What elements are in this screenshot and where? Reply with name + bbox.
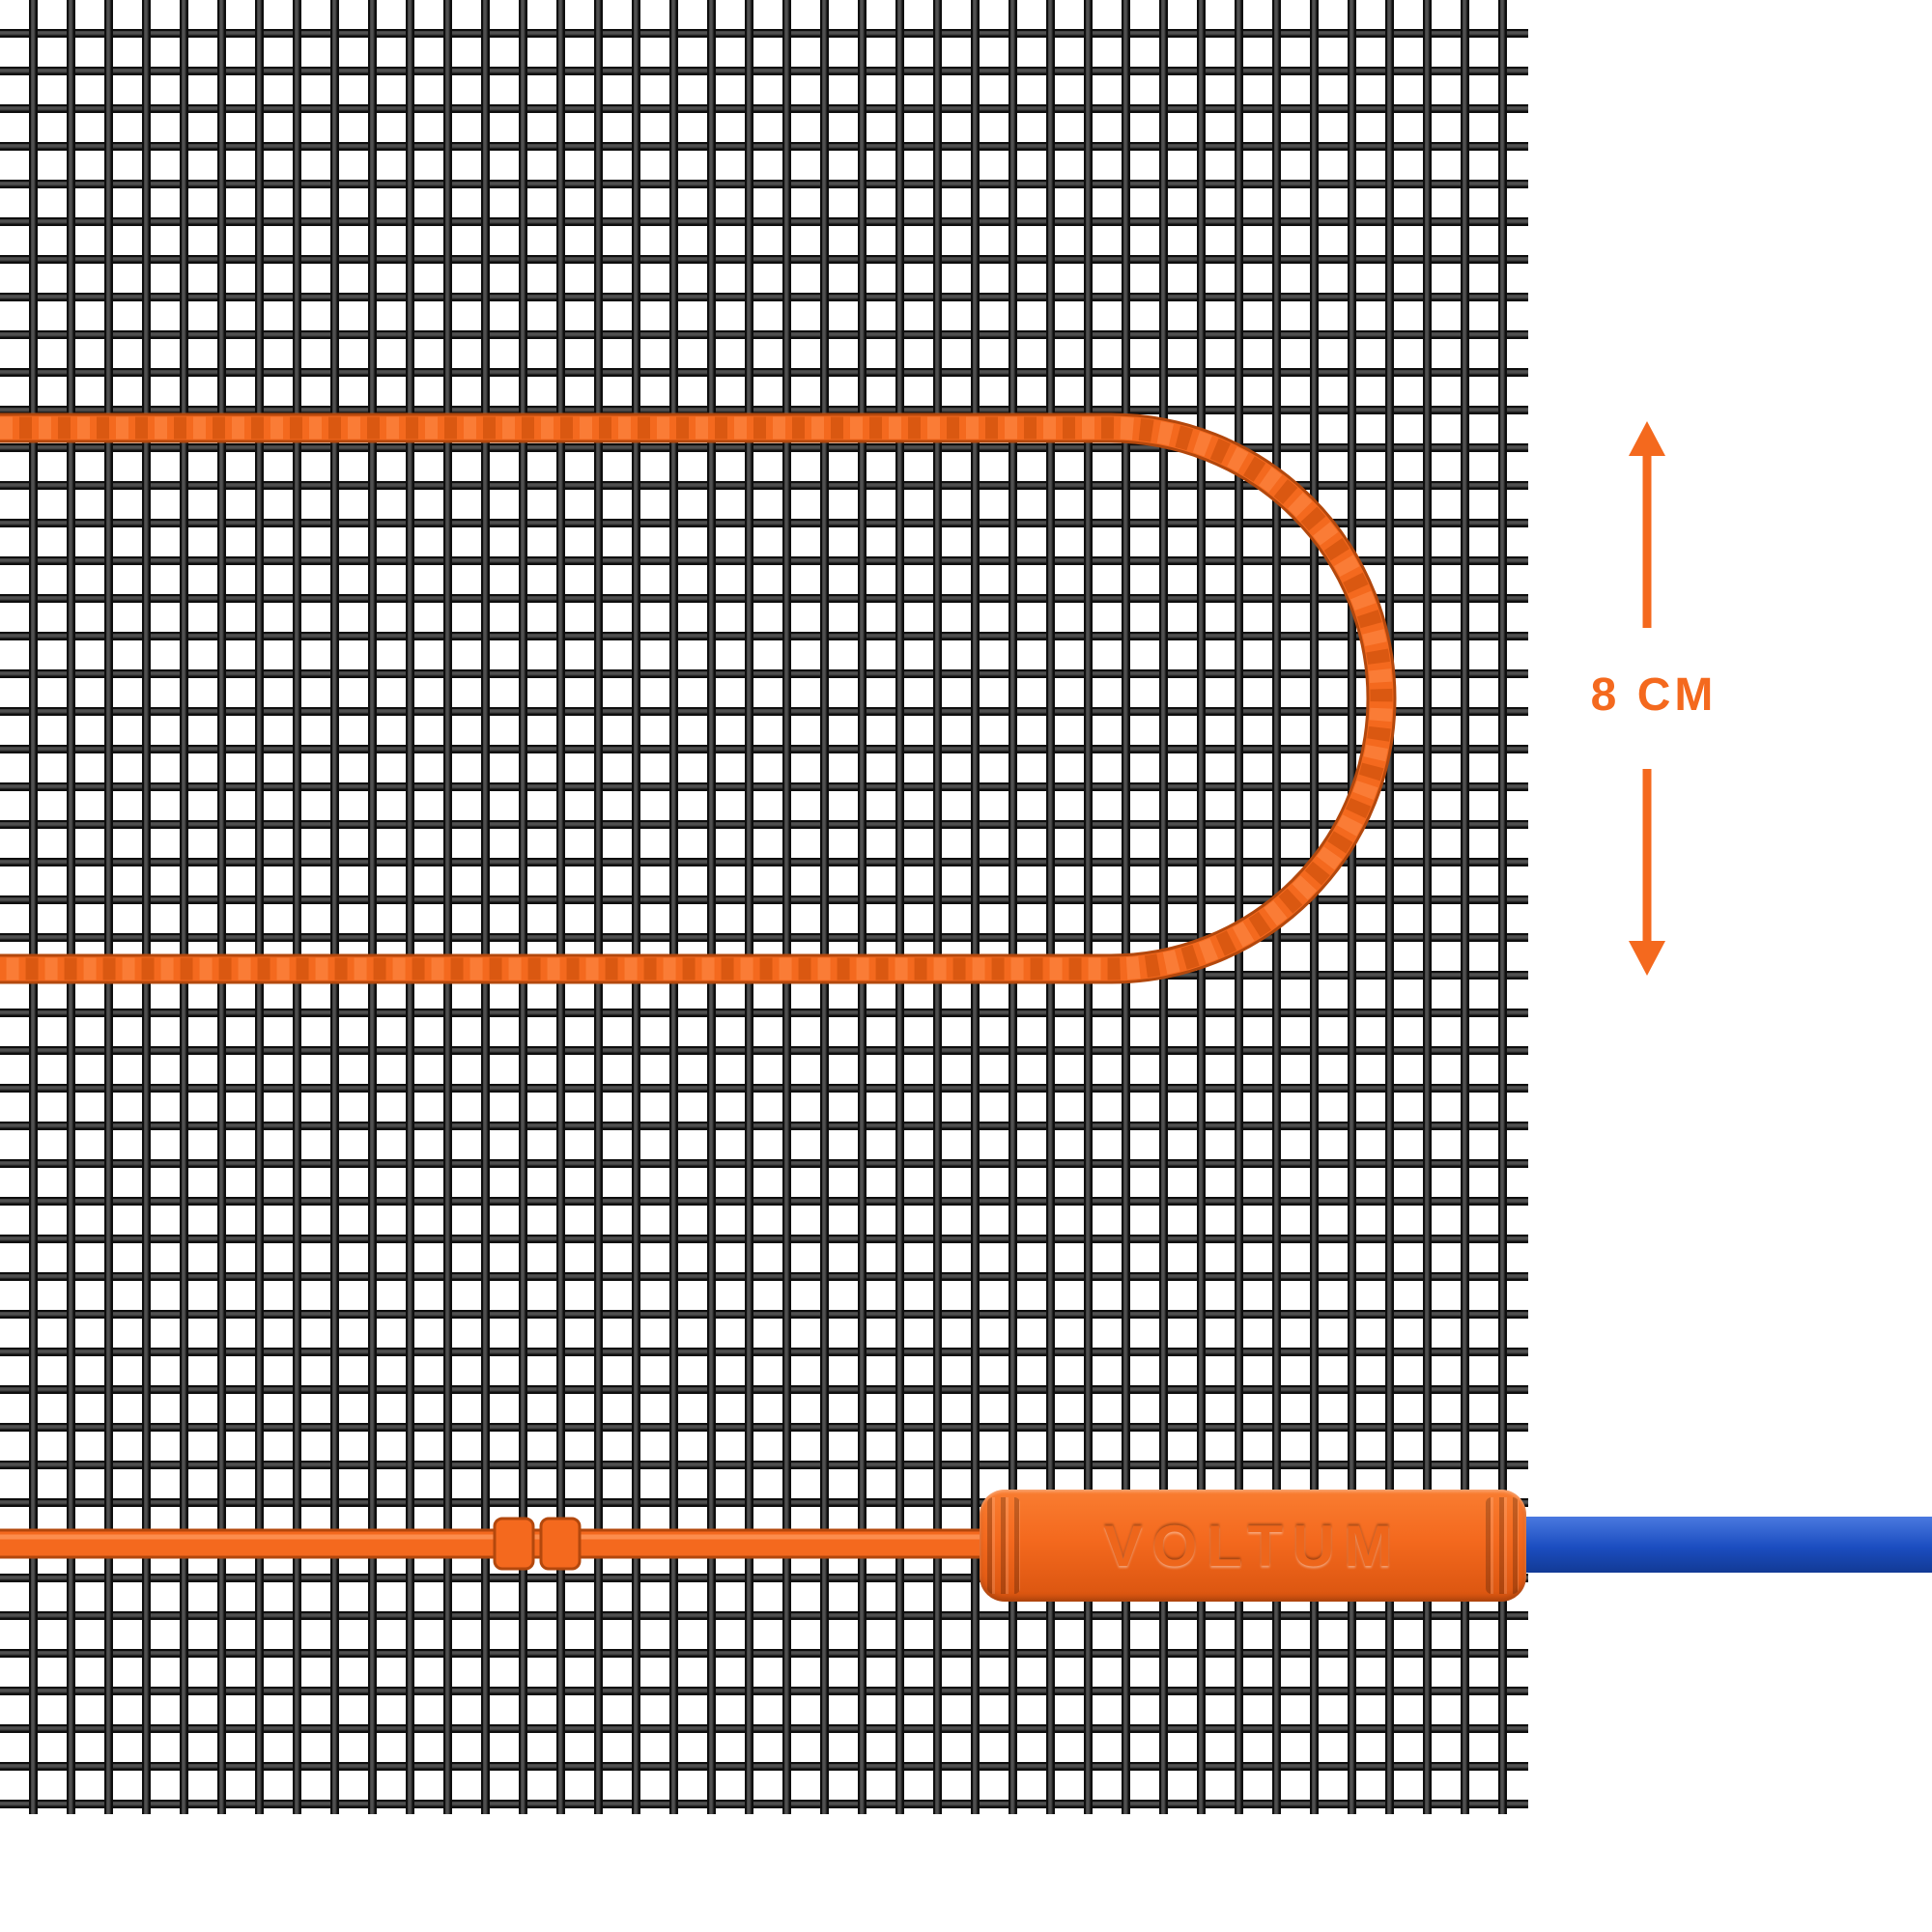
dimension-label: 8 CM	[1590, 669, 1718, 721]
brand-label: VOLTUM	[1103, 1513, 1403, 1578]
arrow-up-icon	[1629, 421, 1665, 456]
power-lead-cable	[1507, 1517, 1932, 1573]
connector-ribs-left	[987, 1497, 1020, 1594]
arrow-down-icon	[1629, 941, 1665, 976]
connector-ribs-right	[1486, 1497, 1519, 1594]
connector-body: VOLTUM	[980, 1490, 1526, 1602]
